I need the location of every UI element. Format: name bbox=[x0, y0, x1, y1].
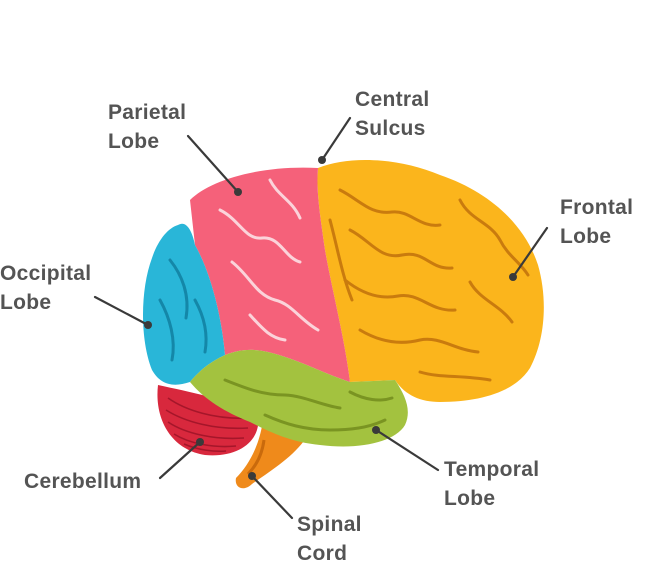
leader-line-parietal bbox=[186, 134, 240, 194]
leader-line-temporal bbox=[374, 428, 440, 472]
leader-dot-temporal bbox=[372, 426, 380, 434]
label-line: Frontal bbox=[560, 196, 634, 219]
label-line: Spinal bbox=[297, 513, 362, 536]
leader-dot-occipital bbox=[144, 321, 152, 329]
leader-dot-spinal bbox=[248, 472, 256, 480]
parietal-lobe bbox=[190, 167, 350, 382]
leader-line-cerebellum bbox=[158, 440, 202, 480]
leader-line-central bbox=[320, 116, 352, 162]
leader-dot-central bbox=[318, 156, 326, 164]
label-line: Lobe bbox=[560, 225, 612, 248]
label-line: Occipital bbox=[0, 262, 92, 285]
label-line: Lobe bbox=[0, 291, 52, 314]
label-temporal-lobe: Temporal Lobe bbox=[444, 455, 539, 513]
leader-dot-frontal bbox=[509, 273, 517, 281]
label-spinal-cord: Spinal Cord bbox=[297, 510, 362, 568]
label-line: Lobe bbox=[444, 487, 496, 510]
label-line: Lobe bbox=[108, 130, 160, 153]
label-occipital-lobe: Occipital Lobe bbox=[0, 259, 91, 317]
label-cerebellum: Cerebellum bbox=[24, 467, 141, 496]
label-line: Cerebellum bbox=[24, 470, 142, 493]
label-line: Temporal bbox=[444, 458, 540, 481]
label-frontal-lobe: Frontal Lobe bbox=[560, 193, 633, 251]
leader-line-occipital bbox=[93, 295, 150, 327]
label-parietal-lobe: Parietal Lobe bbox=[108, 98, 186, 156]
leader-line-frontal bbox=[511, 226, 549, 279]
label-line: Central bbox=[355, 88, 430, 111]
frontal-lobe bbox=[317, 159, 544, 402]
label-line: Sulcus bbox=[355, 117, 426, 140]
leader-dot-parietal bbox=[234, 188, 242, 196]
label-line: Parietal bbox=[108, 101, 187, 124]
label-line: Cord bbox=[297, 542, 348, 565]
leader-line-spinal bbox=[250, 474, 294, 520]
label-central-sulcus: Central Sulcus bbox=[355, 85, 429, 143]
leader-dot-cerebellum bbox=[196, 438, 204, 446]
